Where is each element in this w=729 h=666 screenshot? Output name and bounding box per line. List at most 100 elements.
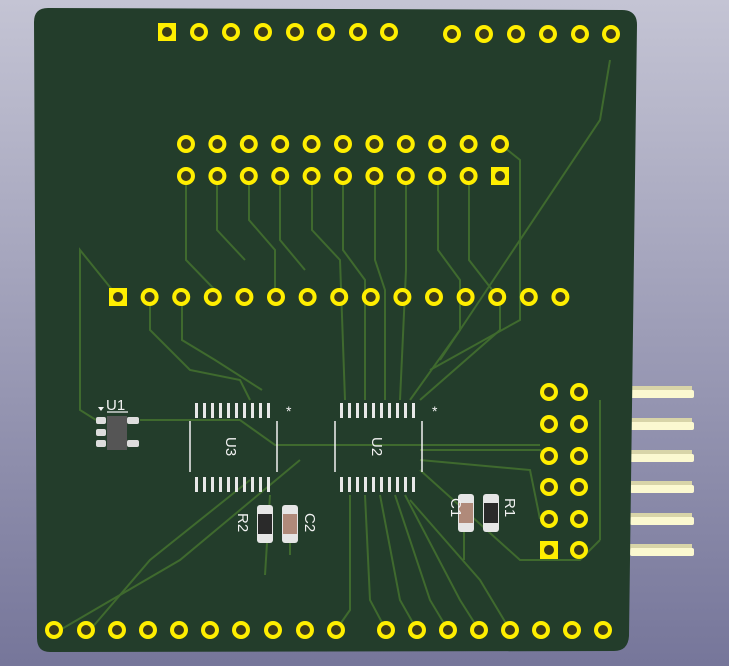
drill-hole	[575, 29, 585, 39]
drill-hole	[384, 27, 394, 37]
drill-hole	[463, 139, 474, 149]
trace	[89, 479, 251, 631]
drill-hole	[236, 625, 246, 635]
drill-hole	[338, 139, 348, 149]
drill-hole	[369, 171, 380, 181]
drill-hole	[331, 625, 341, 635]
drill-hole	[226, 27, 236, 37]
drill-hole	[369, 139, 380, 149]
drill-hole	[49, 625, 59, 635]
drill-hole	[495, 171, 505, 181]
r2-label: R2	[234, 513, 251, 532]
r1-label: R1	[501, 498, 518, 517]
r2-resistor	[257, 505, 273, 543]
drill-hole	[275, 171, 286, 181]
drill-hole	[536, 625, 546, 635]
trace	[419, 459, 541, 520]
trace	[342, 176, 366, 400]
drill-hole	[400, 171, 411, 181]
header-pin	[630, 481, 692, 486]
drill-hole	[574, 545, 584, 555]
drill-hole	[81, 625, 91, 635]
drill-hole	[397, 292, 408, 302]
drill-hole	[212, 171, 223, 181]
header-pin	[630, 386, 692, 391]
drill-hole	[268, 625, 278, 635]
trace	[311, 176, 346, 401]
trace	[364, 494, 387, 631]
drill-hole	[290, 27, 300, 37]
drill-hole	[574, 514, 584, 524]
drill-hole	[544, 419, 554, 429]
header-pin	[630, 485, 694, 493]
trace	[185, 176, 216, 291]
drill-hole	[544, 451, 554, 461]
r1-resistor	[483, 494, 499, 532]
trace	[181, 297, 263, 391]
drill-hole	[544, 514, 554, 524]
drill-hole	[432, 139, 443, 149]
drill-hole	[505, 625, 515, 635]
u2-chip	[334, 403, 423, 492]
drill-hole	[432, 171, 443, 181]
drill-hole	[143, 625, 153, 635]
header-pin	[630, 450, 692, 455]
drill-hole	[574, 482, 584, 492]
smd-passives	[257, 494, 499, 543]
drill-hole	[302, 292, 313, 302]
drill-hole	[365, 292, 376, 302]
drill-hole	[243, 171, 254, 181]
header-pin	[630, 513, 692, 518]
c1-capacitor	[458, 494, 474, 532]
header-pin	[630, 422, 694, 430]
trace	[279, 176, 306, 271]
tssop-chips	[189, 403, 423, 492]
drill-hole	[334, 292, 345, 302]
drill-hole	[258, 27, 268, 37]
drill-hole	[574, 451, 584, 461]
drill-hole	[574, 419, 584, 429]
drill-hole	[479, 29, 489, 39]
drill-hole	[574, 387, 584, 397]
header-pin	[630, 544, 692, 549]
drill-hole	[429, 292, 439, 302]
drill-hole	[443, 625, 453, 635]
drill-hole	[194, 27, 204, 37]
u3-pin1-marker: *	[286, 403, 292, 419]
drill-hole	[300, 625, 310, 635]
header-pin	[630, 390, 694, 398]
c1-label: C1	[447, 498, 464, 517]
drill-hole	[275, 139, 286, 149]
drill-hole	[567, 625, 577, 635]
u3-label: U3	[222, 437, 239, 456]
drill-hole	[598, 625, 608, 635]
trace	[79, 247, 119, 421]
trace	[59, 459, 301, 631]
trace	[140, 419, 540, 446]
trace	[409, 499, 511, 631]
drill-hole	[112, 625, 122, 635]
drill-hole	[144, 292, 155, 302]
drill-hole	[606, 29, 616, 39]
header-pin	[630, 454, 694, 462]
drill-hole	[306, 171, 317, 181]
drill-hole	[306, 139, 317, 149]
drill-hole	[174, 625, 184, 635]
header-pin	[630, 418, 692, 423]
drill-hole	[523, 292, 534, 302]
drill-hole	[338, 171, 348, 181]
through-hole-pads	[45, 23, 620, 639]
drill-hole	[474, 625, 484, 635]
drill-hole	[511, 29, 521, 39]
drill-hole	[555, 292, 566, 302]
trace	[439, 59, 611, 361]
header-pin	[630, 517, 694, 525]
trace	[404, 494, 480, 631]
trace	[399, 176, 407, 401]
trace	[379, 494, 418, 631]
drill-hole	[205, 625, 215, 635]
drill-hole	[544, 482, 554, 492]
u1-sot23: U1	[96, 397, 139, 450]
right-angle-header-pins	[630, 386, 694, 556]
